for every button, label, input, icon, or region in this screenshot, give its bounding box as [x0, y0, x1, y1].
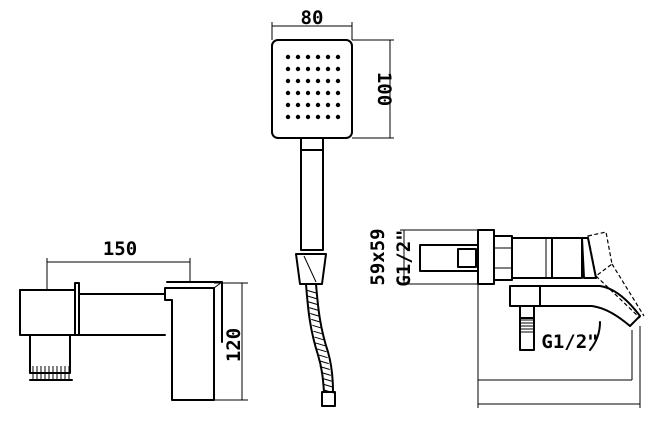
shower-nozzle — [325, 66, 331, 72]
outlet-thread-label: G1/2" — [541, 331, 598, 353]
outlet-thread-leader — [589, 321, 601, 351]
shower-head-width-label: 80 — [301, 7, 324, 29]
shower-nozzle — [285, 54, 291, 60]
hose-rib — [316, 348, 327, 353]
spout-bottom-curve — [539, 305, 631, 327]
handle-grip — [300, 149, 324, 251]
shower-nozzle — [335, 66, 341, 72]
hose-rib — [311, 318, 322, 323]
inlet-thread-label: G1/2" — [393, 229, 415, 286]
deck-mixer-side-view: 150 120 — [19, 238, 248, 401]
shower-nozzle — [305, 90, 311, 96]
mixer-width-label: 150 — [103, 238, 137, 260]
shower-nozzle — [335, 78, 341, 84]
spout-top-curve — [539, 285, 641, 317]
outlet-neck — [519, 305, 535, 319]
shower-hose-right — [315, 283, 334, 393]
hose-rib — [313, 330, 324, 335]
shower-nozzle — [295, 114, 301, 120]
shower-nozzle — [295, 78, 301, 84]
mixer-spout — [29, 334, 71, 374]
lever-swing-path-outer — [611, 263, 645, 317]
shower-nozzle — [285, 90, 291, 96]
shower-nozzle — [285, 78, 291, 84]
connector-detail — [303, 255, 317, 283]
shower-nozzle — [285, 66, 291, 72]
hose-rib — [314, 336, 325, 341]
shower-head-body — [271, 39, 353, 139]
mixer-body-left-end — [19, 289, 76, 336]
hand-shower-head: 80 100 — [271, 7, 395, 139]
hose-rib — [305, 289, 317, 294]
left-cap-plate — [74, 282, 80, 336]
shower-nozzle — [305, 114, 311, 120]
wall-mixer-side-view: 59x59 G1/2" G1/2" — [367, 228, 645, 408]
shower-nozzle — [315, 54, 321, 60]
shower-nozzle — [315, 102, 321, 108]
shower-nozzle-grid — [285, 54, 341, 120]
hose-rib — [312, 324, 323, 329]
hose-rib — [318, 360, 329, 365]
shower-nozzle — [315, 90, 321, 96]
flange-size-label: 59x59 — [367, 228, 389, 285]
hose-rib — [317, 354, 328, 359]
shower-hose-ribs — [305, 289, 335, 394]
shower-nozzle — [305, 78, 311, 84]
spout-tip — [629, 315, 641, 327]
lever-solid — [581, 237, 597, 279]
shower-nozzle — [295, 54, 301, 60]
shower-nozzle — [325, 114, 331, 120]
shower-nozzle — [295, 102, 301, 108]
hose-rib — [306, 295, 318, 300]
shower-nozzle — [305, 54, 311, 60]
shower-nozzle — [295, 90, 301, 96]
shower-nozzle — [325, 78, 331, 84]
outlet-thread-body — [519, 317, 535, 351]
shower-nozzle — [315, 78, 321, 84]
hose-rib — [309, 307, 320, 312]
hose-rib — [315, 342, 326, 347]
cartridge-housing — [551, 237, 583, 279]
hose-connector — [295, 253, 327, 285]
inlet-pipe-nut — [457, 248, 477, 268]
shower-handle — [295, 137, 336, 407]
aerator-grille — [29, 366, 73, 381]
hose-rib — [321, 377, 333, 382]
inlet-pipe — [419, 244, 479, 272]
shower-nozzle — [325, 54, 331, 60]
shower-nozzle — [325, 102, 331, 108]
lever-open-position — [587, 231, 613, 278]
shower-nozzle — [335, 90, 341, 96]
connection-nut — [493, 235, 513, 281]
hose-rib — [307, 301, 319, 306]
shower-nozzle — [335, 54, 341, 60]
shower-nozzle — [305, 102, 311, 108]
shower-nozzle — [315, 66, 321, 72]
hose-rib — [319, 365, 330, 370]
shower-nozzle — [335, 114, 341, 120]
outlet-thread — [519, 317, 535, 351]
shower-nozzle — [325, 90, 331, 96]
shower-head-height-label: 100 — [373, 72, 395, 106]
mixer-cartridge-block — [164, 287, 215, 401]
wall-flange — [477, 229, 495, 285]
shower-nozzle — [295, 66, 301, 72]
hose-rib — [322, 383, 334, 388]
mixer-height-label: 120 — [223, 328, 245, 362]
shower-nozzle — [285, 114, 291, 120]
shower-nozzle — [335, 102, 341, 108]
shower-hose-left — [305, 283, 325, 393]
hose-rib — [310, 313, 321, 318]
hose-end-nut — [321, 391, 336, 407]
spout-base — [509, 285, 541, 307]
hose-rib — [320, 371, 331, 376]
shower-nozzle — [285, 102, 291, 108]
shower-nozzle — [315, 114, 321, 120]
lever-swing-path — [595, 275, 641, 319]
shower-nozzle — [305, 66, 311, 72]
